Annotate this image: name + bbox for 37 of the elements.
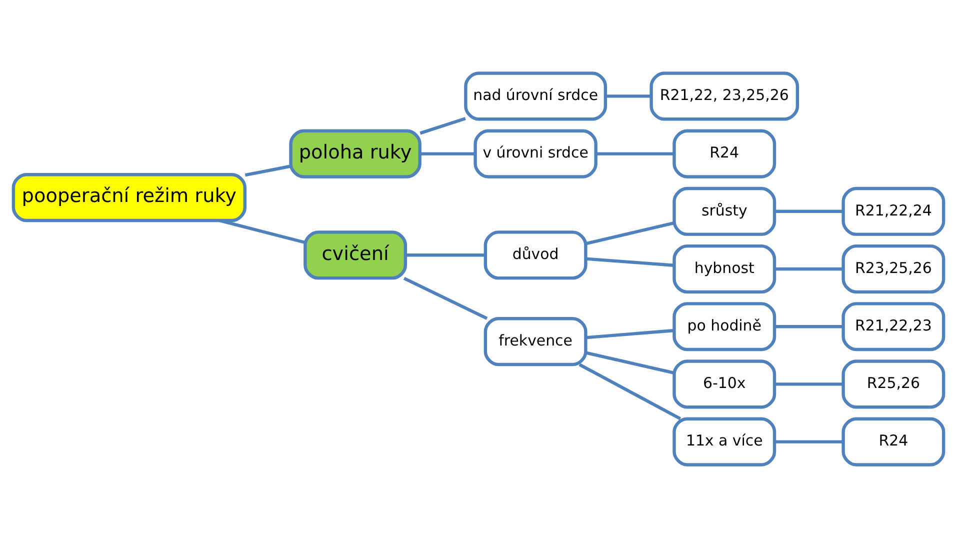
- node-box: frekvence: [484, 316, 588, 366]
- connector: [774, 382, 844, 386]
- connector: [586, 350, 675, 374]
- node-box: R21,22, 23,25,26: [650, 71, 800, 120]
- node-box: v úrovni srdce: [474, 128, 598, 178]
- connector: [586, 328, 674, 339]
- connector: [774, 324, 844, 328]
- connector: [586, 220, 675, 245]
- connector: [774, 209, 844, 212]
- node-box: R24: [842, 416, 946, 466]
- node-box: poloha ruky: [289, 128, 422, 178]
- connector: [219, 218, 306, 244]
- connector: [420, 116, 466, 134]
- connector: [774, 266, 844, 270]
- connector: [244, 164, 291, 176]
- connector: [420, 152, 476, 155]
- node-box: 11x a více: [672, 416, 776, 466]
- connector: [596, 152, 674, 155]
- node-box: R23,25,26: [842, 244, 946, 294]
- node-box: po hodině: [672, 302, 776, 351]
- node-box: důvod: [484, 230, 588, 280]
- node-box: R21,22,23: [842, 302, 946, 351]
- node-box: pooperační režim ruky: [12, 172, 246, 222]
- connector: [403, 276, 488, 320]
- connector: [586, 256, 674, 266]
- node-box: nad úrovní srdce: [464, 71, 608, 120]
- node-box: R25,26: [842, 359, 946, 408]
- node-box: R21,22,24: [842, 186, 946, 236]
- node-box: 6-10x: [672, 359, 776, 408]
- node-box: hybnost: [672, 244, 776, 294]
- node-box: srůsty: [672, 186, 776, 236]
- connector: [774, 440, 844, 443]
- node-box: R24: [672, 128, 776, 178]
- node-box: cvičení: [304, 230, 408, 280]
- connector: [406, 253, 486, 256]
- connector: [606, 94, 652, 98]
- connector: [578, 362, 682, 420]
